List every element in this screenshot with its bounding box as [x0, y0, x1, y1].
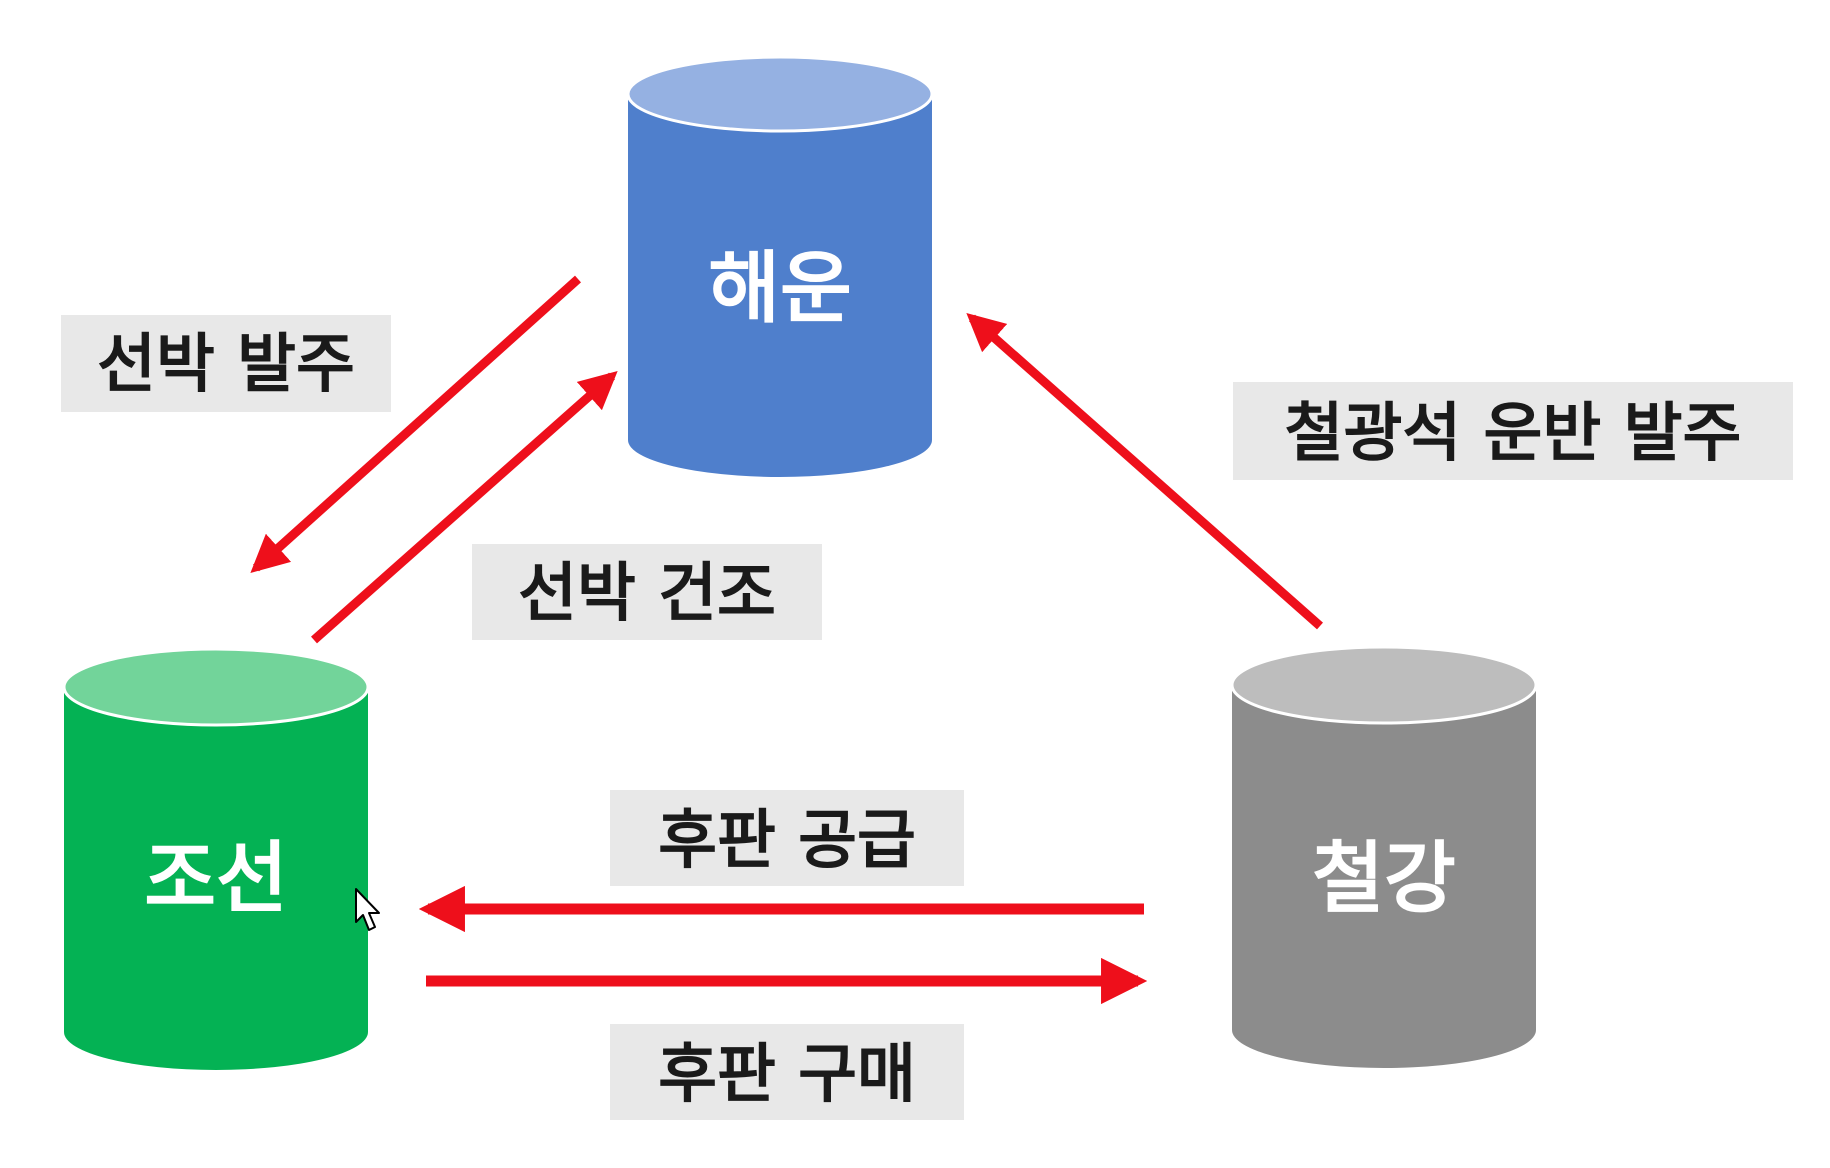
edge-label-ore-transport-order: 철광석 운반 발주	[1233, 382, 1793, 480]
edge-label-ore-transport-order-box	[1233, 382, 1793, 480]
edge-label-plate-purchase-box	[610, 1024, 964, 1120]
arrow-ship-order	[250, 275, 582, 574]
edge-label-ship-order: 선박 발주	[61, 315, 391, 412]
steel-cylinder-body	[1232, 685, 1536, 1068]
shipping-cylinder-top	[626, 55, 934, 133]
edge-label-ship-order-box	[61, 315, 391, 412]
shipping-node: 해운	[626, 55, 934, 477]
edge-label-ship-construction-text: 선박 건조	[518, 557, 776, 631]
shipbuilding-cylinder-body	[64, 687, 368, 1070]
arrow-ship-construction	[311, 370, 618, 644]
edge-label-ship-order-text: 선박 발주	[97, 328, 355, 402]
edge-label-plate-purchase: 후판 구매	[610, 1024, 964, 1120]
edge-label-ship-construction-box	[472, 544, 822, 640]
steel-node: 철강	[1230, 645, 1538, 1068]
steel-label: 철강	[1312, 834, 1456, 924]
edge-label-plate-purchase-text: 후판 구매	[658, 1038, 916, 1112]
edge-label-ore-transport-order-text: 철광석 운반 발주	[1285, 397, 1742, 471]
shipbuilding-cylinder-top	[62, 647, 370, 727]
shipping-cylinder-body	[628, 94, 932, 477]
shipbuilding-label: 조선	[144, 834, 288, 924]
edge-label-plate-supply-text: 후판 공급	[658, 804, 916, 878]
edge-label-ship-construction: 선박 건조	[472, 544, 822, 640]
arrows	[250, 275, 1323, 1005]
shipbuilding-node: 조선	[62, 647, 370, 1070]
mouse-pointer-icon	[355, 888, 380, 931]
steel-cylinder-top	[1230, 645, 1538, 725]
edge-label-plate-supply-box	[610, 790, 964, 886]
arrow-ore-transport-order	[966, 312, 1323, 630]
shipping-label: 해운	[708, 244, 852, 334]
edge-label-plate-supply: 후판 공급	[610, 790, 964, 886]
